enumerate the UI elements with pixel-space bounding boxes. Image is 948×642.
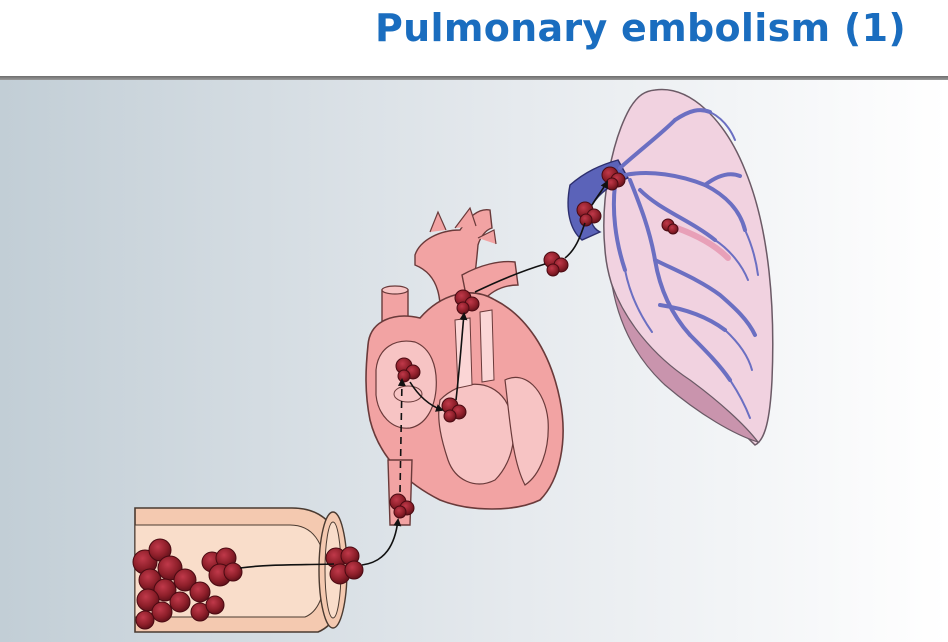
slide-header: Pulmonary embolism (1) [0, 0, 948, 76]
slide-title: Pulmonary embolism (1) [375, 2, 906, 54]
embolus-at-vein-exit [326, 547, 363, 584]
pulmonary-embolism-illustration [0, 80, 948, 642]
slide-content [0, 80, 948, 642]
right-atrium [376, 341, 436, 428]
